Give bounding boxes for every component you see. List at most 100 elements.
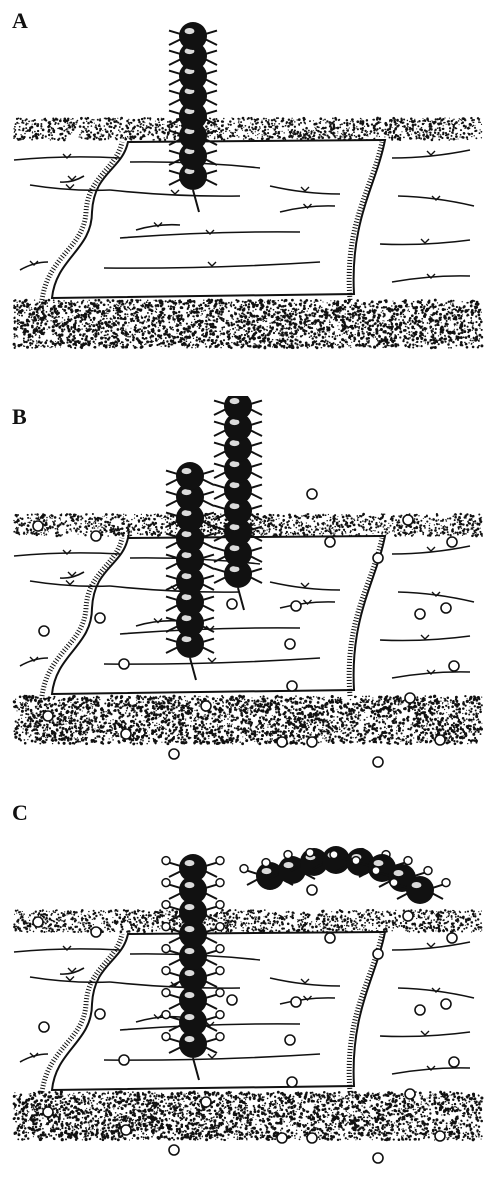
ligand-particle (307, 1133, 317, 1143)
ligand-sphere (162, 923, 170, 931)
ligand-particle (441, 999, 451, 1009)
ligand-particle (373, 1153, 383, 1163)
ligand-particle (91, 927, 101, 937)
ligand-particle (33, 521, 43, 531)
ligand-sphere (404, 857, 412, 865)
fibre-mark (421, 635, 429, 639)
chain-segment (162, 854, 224, 882)
fibre-mark (421, 239, 429, 243)
ligand-particle (325, 537, 335, 547)
ligand-particle (441, 603, 451, 613)
ligand-sphere (162, 1033, 170, 1041)
panel-a: A (0, 0, 485, 396)
ligand-particle (91, 531, 101, 541)
chain-segment (214, 396, 262, 420)
ligand-particle (119, 1055, 129, 1065)
ligand-particle (373, 949, 383, 959)
ligand-particle (307, 885, 317, 895)
panel-label-a: A (12, 8, 28, 34)
ligand-particle (403, 911, 413, 921)
chain-segment (169, 22, 217, 50)
ligand-sphere (216, 901, 224, 909)
ligand-particle (405, 693, 415, 703)
ligand-sphere (162, 967, 170, 975)
fibre-line (398, 988, 474, 998)
ligand-sphere (162, 901, 170, 909)
ligand-particle (449, 1057, 459, 1067)
ligand-particle (373, 757, 383, 767)
ligand-particle (449, 661, 459, 671)
ligand-particle (43, 711, 53, 721)
ligand-sphere (162, 879, 170, 887)
basal-layer (13, 299, 484, 350)
ligand-particle (169, 1145, 179, 1155)
panel-c: C (0, 792, 485, 1188)
panel-b: B (0, 396, 485, 792)
ligand-particle (287, 681, 297, 691)
ligand-sphere (216, 923, 224, 931)
ligand-particle (201, 1097, 211, 1107)
ligand-sphere (372, 867, 380, 875)
ligand-particle (285, 639, 295, 649)
ligand-particle (121, 1125, 131, 1135)
ligand-particle (121, 729, 131, 739)
ligand-sphere (284, 851, 292, 859)
ligand-particle (201, 701, 211, 711)
cell-layer (13, 909, 484, 1141)
ligand-particle (227, 995, 237, 1005)
membrane-diagram-b (0, 396, 485, 792)
ligand-particle (39, 1022, 49, 1032)
ligand-particle (435, 735, 445, 745)
fibre-mark (421, 1031, 429, 1035)
ligand-particle (415, 609, 425, 619)
panel-label-b: B (12, 404, 27, 430)
ligand-sphere (216, 1011, 224, 1019)
membrane-diagram-a (0, 0, 485, 396)
fibre-line (398, 592, 474, 602)
ligand-sphere (352, 857, 360, 865)
ligand-particle (325, 933, 335, 943)
ligand-particle (291, 601, 301, 611)
ligand-particle (169, 749, 179, 759)
ligand-particle (285, 1035, 295, 1045)
ligand-particle (447, 933, 457, 943)
fibre-mark (66, 581, 74, 585)
ligand-particle (277, 1133, 287, 1143)
fibre-mark (66, 977, 74, 981)
ligand-particle (33, 917, 43, 927)
chain-segment (166, 462, 214, 490)
fibre-line (392, 546, 470, 554)
surface-layer (13, 117, 482, 142)
ligand-sphere (216, 1033, 224, 1041)
ligand-sphere (306, 849, 314, 857)
ligand-particle (287, 1077, 297, 1087)
membrane-diagram-c (0, 792, 485, 1188)
fibre-line (392, 150, 470, 158)
ligand-particle (447, 537, 457, 547)
ligand-sphere (216, 857, 224, 865)
ligand-sphere (216, 879, 224, 887)
fibre-mark (427, 151, 435, 155)
ligand-particle (307, 737, 317, 747)
released-chain (240, 846, 450, 904)
fibre-line (20, 262, 48, 270)
ligand-particle (415, 1005, 425, 1015)
ligand-sphere (390, 879, 398, 887)
ligand-sphere (424, 867, 432, 875)
ligand-sphere (442, 879, 450, 887)
ligand-sphere (262, 859, 270, 867)
fibre-mark (427, 943, 435, 947)
ligand-particle (291, 997, 301, 1007)
fibre-line (398, 196, 474, 206)
ligand-sphere (162, 989, 170, 997)
ligand-sphere (162, 1011, 170, 1019)
panel-label-c: C (12, 800, 28, 826)
ligand-sphere (240, 865, 248, 873)
ligand-particle (307, 489, 317, 499)
ligand-particle (95, 613, 105, 623)
ligand-particle (435, 1131, 445, 1141)
fibre-line (392, 942, 470, 950)
fibre-line (20, 1054, 48, 1062)
ligand-sphere (162, 857, 170, 865)
ligand-particle (43, 1107, 53, 1117)
